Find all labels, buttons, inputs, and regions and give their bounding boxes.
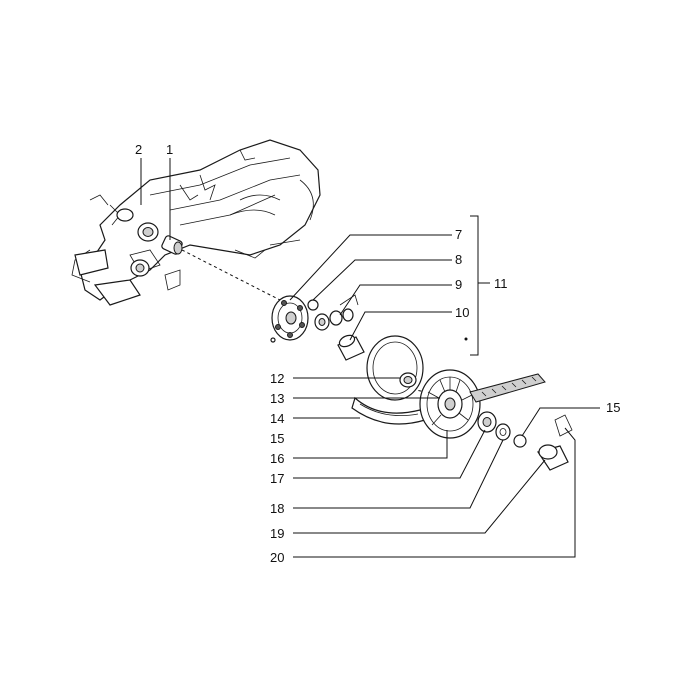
part-8-roller	[307, 299, 319, 311]
callout-1: 1	[166, 142, 173, 157]
part-17-nut	[477, 411, 497, 433]
callout-13: 13	[270, 391, 284, 406]
callout-15-left: 15	[270, 431, 284, 446]
part-10-sleeve	[337, 334, 365, 361]
callout-14: 14	[270, 411, 284, 426]
part-16-fan-pulley	[419, 369, 481, 439]
part-20-cap	[537, 414, 573, 471]
part-7-roller-cage	[270, 295, 309, 343]
part-1-bushing	[161, 235, 183, 255]
part-12-pulley-drum	[366, 335, 424, 401]
callout-9: 9	[455, 277, 462, 292]
leader-lines	[140, 158, 600, 558]
callout-8: 8	[455, 252, 462, 267]
crankcase-housing	[71, 139, 321, 306]
callout-12: 12	[270, 371, 284, 386]
part-14-belt	[351, 396, 426, 425]
part-9-spacer	[314, 294, 359, 331]
callout-19: 19	[270, 526, 284, 541]
callout-10: 10	[455, 305, 469, 320]
callout-17: 17	[270, 471, 284, 486]
assembly-axis-line-2	[394, 384, 426, 393]
callout-2: 2	[135, 142, 142, 157]
callout-labels: 2 1 7 8 9 11 10 12 13 14 15 16 17 18 19 …	[135, 142, 620, 565]
assembly-axis-line-1	[181, 249, 281, 301]
callout-20: 20	[270, 550, 284, 565]
drive-belt	[469, 373, 546, 403]
callout-7: 7	[455, 227, 462, 242]
callout-18: 18	[270, 501, 284, 516]
callout-15-right: 15	[606, 400, 620, 415]
callout-16: 16	[270, 451, 284, 466]
part-19-small-nut	[513, 434, 527, 448]
callout-11: 11	[494, 276, 508, 291]
part-18-washer	[495, 423, 511, 441]
